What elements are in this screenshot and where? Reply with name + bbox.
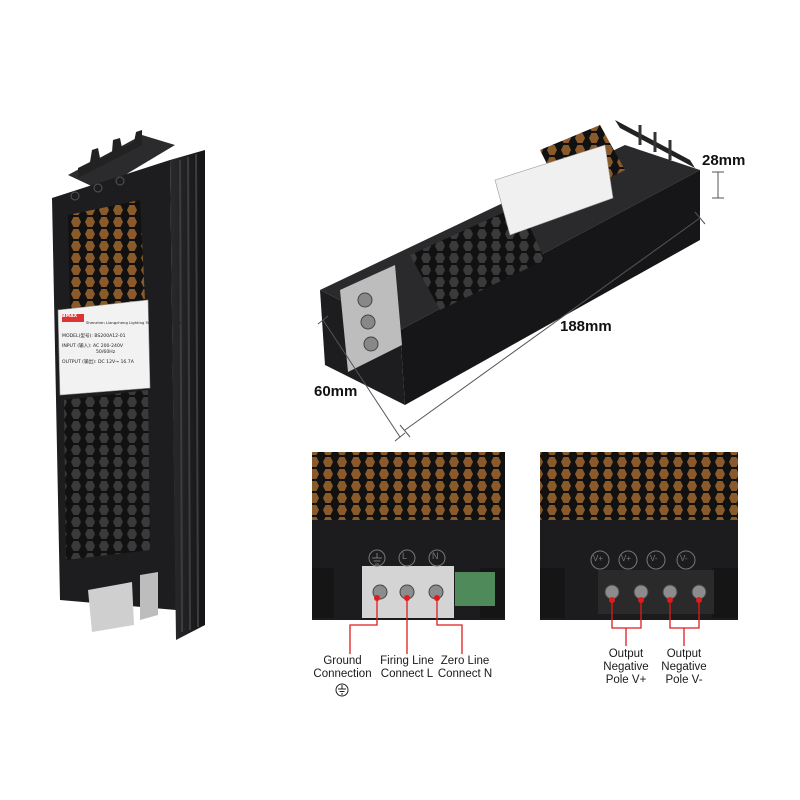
l-icon-letter: L xyxy=(402,551,408,561)
n-icon-letter: N xyxy=(432,551,439,561)
label-freq: 50/60Hz xyxy=(96,350,116,355)
ground-embossed-icon xyxy=(368,549,386,567)
ground-connection-label: Ground Connection xyxy=(313,655,372,680)
zero-line-label: Zero Line Connect N xyxy=(437,655,493,680)
dimension-lines xyxy=(317,171,724,442)
vminus-icon-letter-1: V- xyxy=(650,554,658,563)
vminus-embossed-icon-2 xyxy=(676,550,696,570)
width-dimension: 60mm xyxy=(314,383,358,400)
callout-dots xyxy=(374,595,702,603)
vminus-icon-letter-2: V- xyxy=(680,554,688,563)
input-terminal-closeup xyxy=(312,452,505,620)
isometric-view-unit xyxy=(320,120,700,405)
label-brand: BMAX xyxy=(62,314,78,319)
vent-grille-bottom xyxy=(64,390,150,560)
label-output: OUTPUT (输出): DC 12V→ 16.7A xyxy=(62,360,134,365)
vminus-embossed-icon-1 xyxy=(646,550,666,570)
output-vminus-label: Output Negative Pole V- xyxy=(661,648,707,686)
height-dimension: 28mm xyxy=(702,152,746,169)
l-embossed-icon xyxy=(398,549,416,567)
label-model: MODEL(型号): BS200A12-01 xyxy=(62,334,126,339)
vplus-embossed-icon-1 xyxy=(590,550,610,570)
output-terminal-closeup xyxy=(540,452,738,620)
terminal-icons xyxy=(368,549,696,570)
vplus-embossed-icon-2 xyxy=(618,550,638,570)
product-label-sticker xyxy=(57,299,151,396)
output-vplus-label: Output Negative Pole V+ xyxy=(603,648,649,686)
ground-symbol-icon xyxy=(335,683,349,697)
vplus-icon-letter-1: V+ xyxy=(593,554,604,563)
label-company: Shenzhen Liangcheng Lighting Technology … xyxy=(86,320,182,325)
callout-lines xyxy=(349,598,700,654)
vplus-icon-letter-2: V+ xyxy=(621,554,632,563)
length-dimension: 188mm xyxy=(560,318,612,335)
n-embossed-icon xyxy=(428,549,446,567)
product-label-text: BMAX Shenzhen Liangcheng Lighting Techno… xyxy=(62,314,182,366)
terminal-block-front xyxy=(88,582,134,632)
vent-grille-top xyxy=(68,200,145,318)
front-view-unit xyxy=(52,130,205,640)
label-input: INPUT (输入): AC 200-240V xyxy=(62,344,124,349)
firing-line-label: Firing Line Connect L xyxy=(380,655,434,680)
